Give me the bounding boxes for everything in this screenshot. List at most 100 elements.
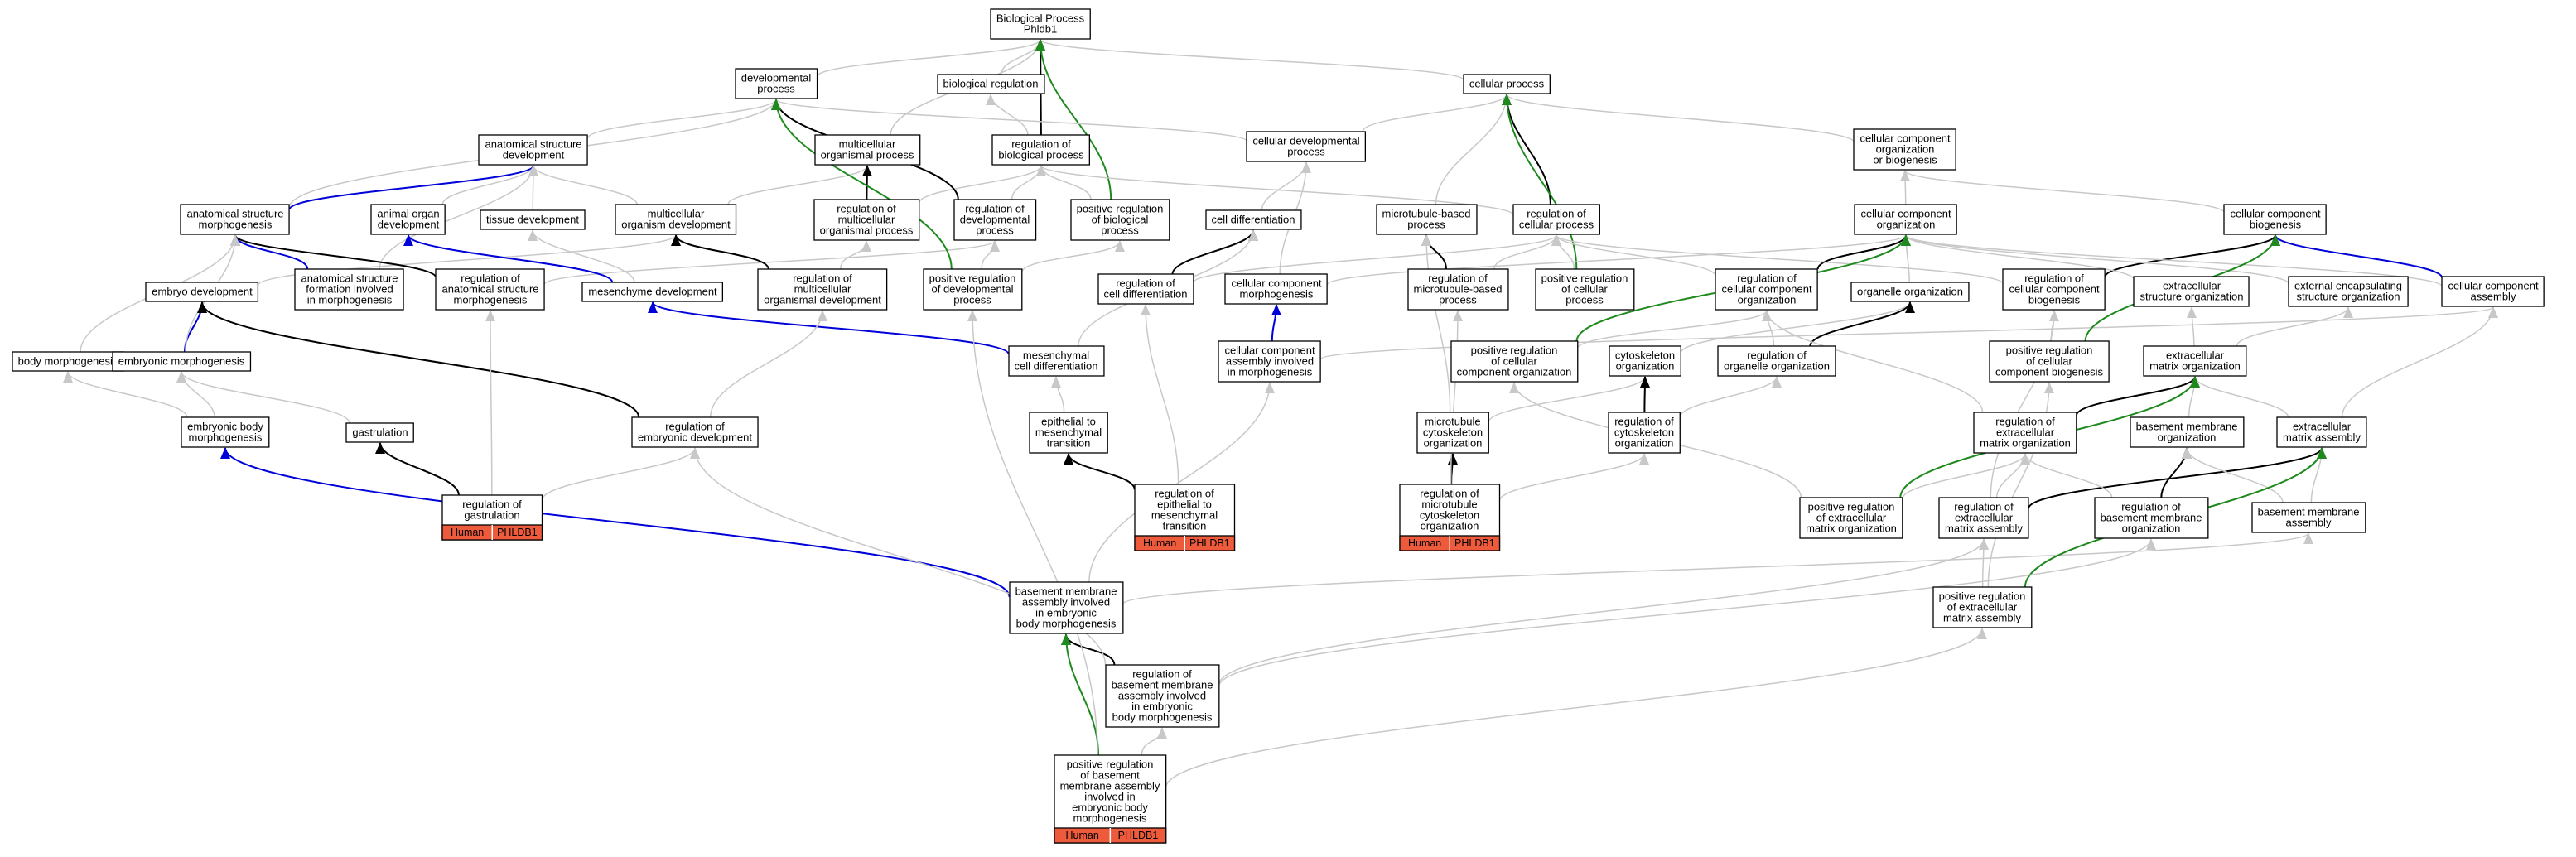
node-em[interactable]: embryonic morphogenesis [112, 351, 252, 372]
node-cd[interactable]: cell differentiation [1205, 209, 1302, 230]
node-rmco[interactable]: regulation ofmicrotubulecytoskeletonorga… [1399, 484, 1501, 551]
edge-part-of-cca-to-ccb [2270, 234, 2443, 279]
edge-regulates-rbmaie-to-bmaie [1061, 633, 1116, 666]
node-bm[interactable]: body morphogenesis [12, 351, 125, 372]
node-label-line: positive regulation [1541, 272, 1628, 285]
edge-is-a-prbp-to-rbp [1036, 165, 1092, 200]
node-ed[interactable]: embryo development [145, 282, 259, 302]
node-oo[interactable]: organelle organization [1850, 282, 1970, 302]
node-box [1450, 340, 1579, 383]
node-label-line: mesenchymal [1151, 509, 1218, 522]
edge-regulates-rmbp-to-mbp [1421, 234, 1447, 270]
node-td[interactable]: tissue development [480, 209, 586, 230]
annotation-species: Human [1408, 537, 1441, 549]
node-box [1205, 209, 1302, 230]
node-box [2441, 276, 2545, 307]
node-label-line: external encapsulating [2294, 280, 2402, 292]
node-box [1009, 581, 1124, 634]
node-box [181, 416, 270, 448]
node-md[interactable]: mesenchyme development [581, 282, 724, 302]
node-label-line: embryo development [152, 286, 253, 298]
node-label-line: matrix assembly [1945, 522, 2023, 535]
node-box [1376, 204, 1478, 235]
node-box [1932, 586, 2033, 628]
node-label-line: cell differentiation [1104, 288, 1188, 301]
node-box [757, 268, 888, 311]
node-gas[interactable]: gastrulation [345, 422, 414, 443]
node-box [1854, 204, 1957, 235]
node-box [1850, 282, 1970, 302]
edge-positively-regulates-prbp-to-bp [1035, 39, 1112, 200]
node-label-line: process [953, 294, 991, 306]
node-label-line: positive regulation [2006, 344, 2093, 357]
edge-is-a-rmop-to-rbp [918, 165, 1046, 204]
node-label-line: process [757, 83, 795, 95]
edge-part-of-ccaim-to-ccm [1271, 304, 1281, 342]
node-cp[interactable]: cellular process [1463, 74, 1551, 94]
node-label-line: cytoskeleton [1420, 509, 1479, 522]
node-box [180, 204, 290, 235]
node-label-line: regulation of [1428, 272, 1488, 285]
node-label-line: cellular component [2448, 280, 2539, 292]
node-label-line: of biological [1092, 214, 1149, 226]
edge-is-a-rbmaie-to-rbmo [1218, 538, 2156, 687]
node-breg[interactable]: biological regulation [937, 74, 1045, 94]
edge-is-a-rcco-to-rcp [1551, 234, 1717, 277]
